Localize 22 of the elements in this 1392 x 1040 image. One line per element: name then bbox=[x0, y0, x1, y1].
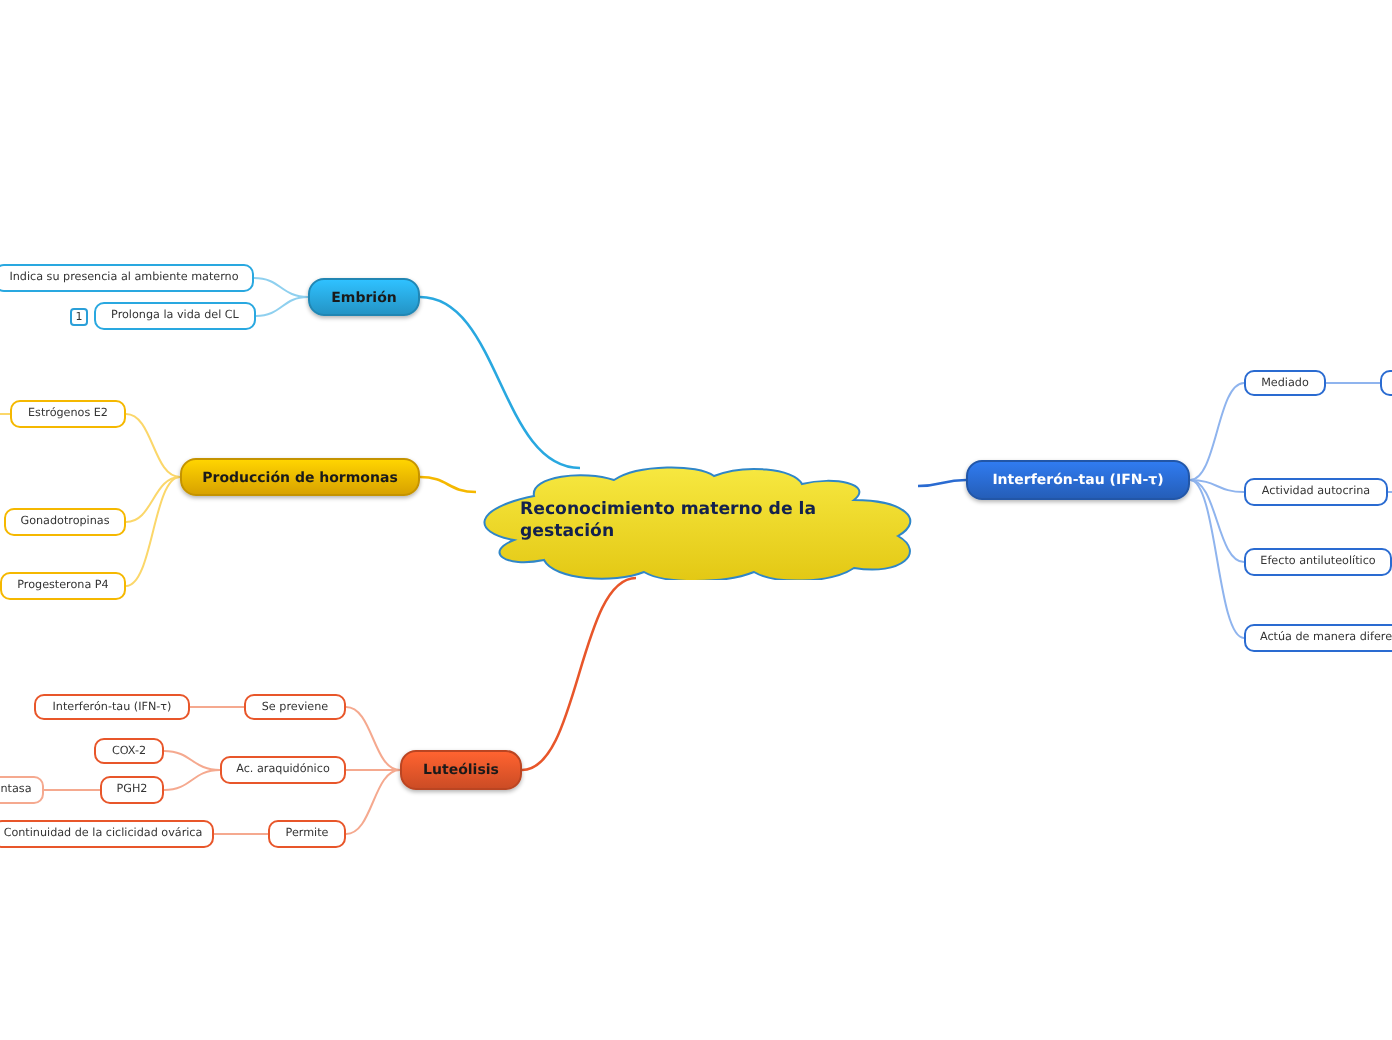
branch-line bbox=[345, 769, 401, 835]
branch-line bbox=[419, 295, 581, 470]
branch-line bbox=[189, 706, 245, 708]
branch-line bbox=[125, 413, 181, 478]
topic-title: Reconocimiento materno de la gestación bbox=[520, 500, 819, 544]
branch-line bbox=[213, 833, 269, 835]
branch-line bbox=[419, 475, 477, 494]
branch-line bbox=[255, 296, 309, 317]
branch-line bbox=[163, 769, 221, 791]
branch-line bbox=[125, 476, 181, 523]
branch-line bbox=[1189, 479, 1245, 639]
branch-line bbox=[345, 769, 401, 771]
branch-line bbox=[125, 476, 181, 587]
branch-line bbox=[345, 706, 401, 771]
branch-line bbox=[521, 576, 637, 772]
branch-line bbox=[43, 789, 101, 791]
branch-line bbox=[1325, 382, 1381, 384]
branch-line bbox=[0, 413, 11, 415]
branch-line bbox=[1189, 479, 1245, 563]
branch-line bbox=[1189, 382, 1245, 481]
branch-line bbox=[917, 478, 967, 488]
branch-line bbox=[1189, 479, 1245, 493]
